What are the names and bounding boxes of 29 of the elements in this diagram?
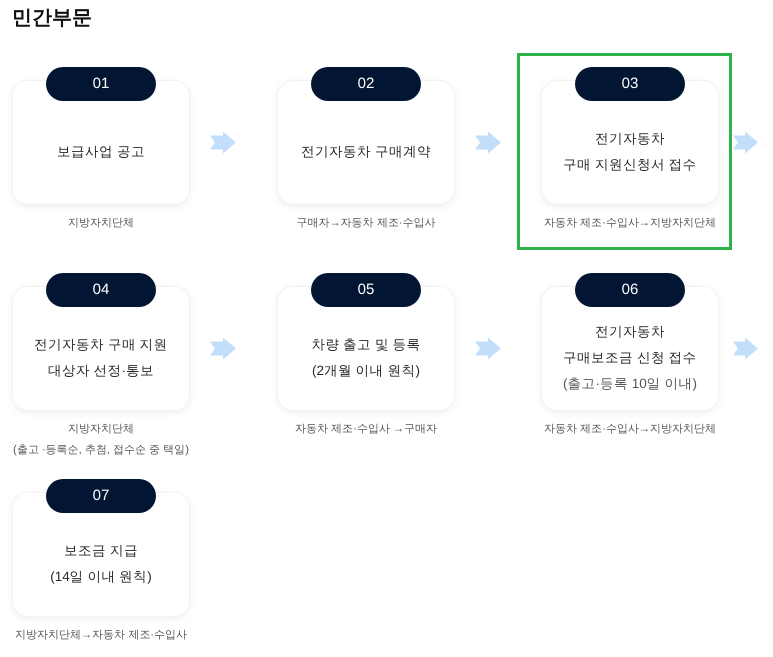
step-caption: 지방자치단체→자동차 제조·수입사 <box>14 628 188 643</box>
page-title: 민간부문 <box>12 6 92 31</box>
step-number-badge: 02 <box>311 67 421 101</box>
arrow <box>475 132 501 154</box>
step-caption: 자동차 제조·수입사→지방자치단체 <box>544 216 716 231</box>
step-text: 전기자동차 구매보조금 신청 접수 <box>563 322 697 366</box>
arrow <box>210 338 236 360</box>
step-number-badge: 03 <box>575 67 685 101</box>
step-caption: 자동차 제조·수입사 →구매자 <box>294 422 438 437</box>
step-caption: 자동차 제조·수입사→지방자치단체 <box>544 422 716 437</box>
arrow <box>733 338 758 360</box>
step-text: 보급사업 공고 <box>57 142 145 160</box>
highlight-frame <box>517 53 732 250</box>
note-text: (출고·등록 10일 이내) <box>562 374 697 393</box>
step-number-badge: 05 <box>311 273 421 307</box>
step-number-badge: 07 <box>46 479 156 513</box>
step-text: 전기자동차 구매계약 <box>301 142 431 160</box>
step-number-badge: 06 <box>575 273 685 307</box>
step-text: 차량 출고 및 등록 (2개월 이내 원칙) <box>311 336 421 380</box>
step-number-badge: 04 <box>46 273 156 307</box>
step-caption: 지방자치단체 (출고 ·등록순, 추첨, 접수순 중 택일) <box>13 422 189 458</box>
step-text: 보조금 지급 (14일 이내 원칙) <box>50 542 152 586</box>
arrow <box>475 338 501 360</box>
step-caption: 지방자치단체 <box>68 216 134 231</box>
step-text: 전기자동차 구매 지원 대상자 선정·통보 <box>34 336 168 380</box>
step-number-badge: 01 <box>46 67 156 101</box>
arrow <box>733 132 758 154</box>
step-caption: 구매자→자동차 제조·수입사 <box>296 216 436 231</box>
step-text: 전기자동차 구매 지원신청서 접수 <box>563 130 697 174</box>
